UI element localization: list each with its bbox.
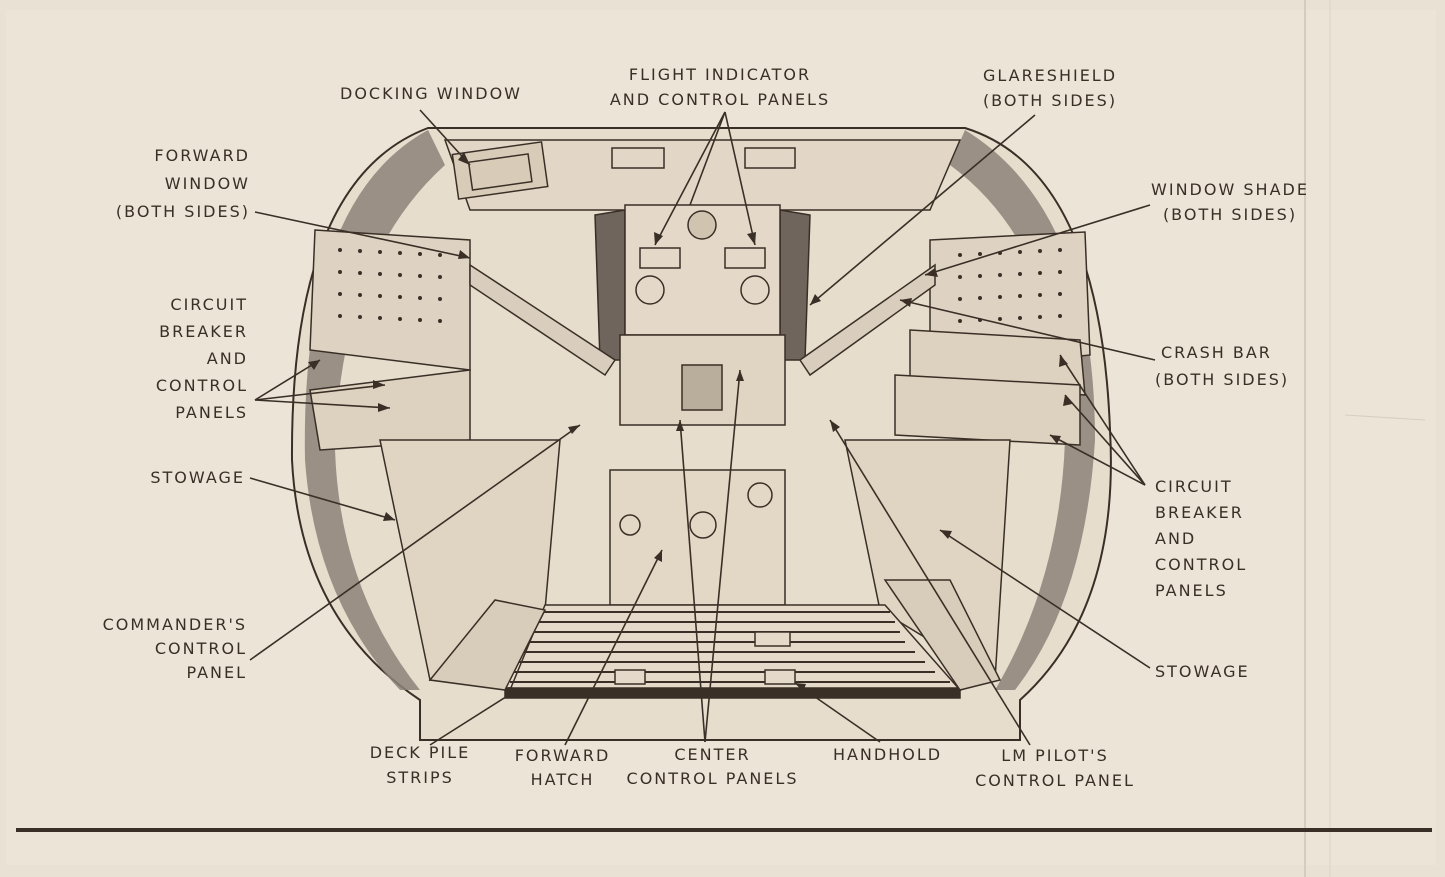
lm-pilots-control-panel-line-1: LM PILOT'S: [1001, 746, 1109, 765]
forward-hatch-label: FORWARD HATCH: [500, 748, 625, 788]
arrowheads: [308, 152, 1072, 695]
circuit-breaker-right-label: CIRCUIT BREAKER AND CONTROL PANELS: [1155, 479, 1275, 599]
circuit-breaker-left-line-3: AND: [206, 349, 248, 368]
circuit-breaker-right-line-2: BREAKER: [1155, 503, 1244, 522]
flight-indicator-label: FLIGHT INDICATOR AND CONTROL PANELS: [585, 67, 855, 108]
stowage-left-label: STOWAGE: [150, 468, 245, 487]
docking-window-label: DOCKING WINDOW: [340, 84, 522, 103]
glareshield-line-1: GLARESHIELD: [982, 66, 1118, 85]
lm-pilots-control-panel-line-2: CONTROL PANEL: [975, 771, 1135, 790]
forward-window-line-2: WINDOW: [164, 174, 250, 193]
deck-pile-strips-label: DECK PILE STRIPS: [360, 745, 480, 786]
circuit-breaker-left-line-4: CONTROL: [155, 376, 248, 395]
circuit-breaker-right-line-4: CONTROL: [1155, 555, 1248, 574]
circuit-breaker-left-line-2: BREAKER: [159, 322, 248, 341]
stowage-right-label: STOWAGE: [1155, 662, 1250, 681]
crash-bar-line-1: CRASH BAR: [1161, 343, 1272, 362]
circuit-breaker-left-line-5: PANELS: [175, 403, 248, 422]
lm-pilots-control-panel-label: LM PILOT'S CONTROL PANEL: [960, 748, 1150, 789]
window-shade-label: WINDOW SHADE (BOTH SIDES): [1135, 182, 1325, 223]
glareshield-label: GLARESHIELD (BOTH SIDES): [970, 68, 1130, 109]
circuit-breaker-right-line-5: PANELS: [1155, 581, 1228, 600]
cockpit-illustration: [290, 127, 1112, 741]
glareshield-line-2: (BOTH SIDES): [982, 91, 1118, 110]
forward-hatch-line-2: HATCH: [530, 770, 595, 789]
circuit-breaker-right-line-3: AND: [1155, 529, 1197, 548]
handhold-label: HANDHOLD: [832, 745, 943, 764]
forward-window-label: FORWARD WINDOW (BOTH SIDES): [95, 148, 250, 220]
center-control-panels-line-1: CENTER: [674, 745, 751, 764]
flight-indicator-line-2: AND CONTROL PANELS: [609, 90, 831, 109]
bottom-rule: [16, 828, 1432, 832]
flight-indicator-line-1: FLIGHT INDICATOR: [628, 65, 812, 84]
forward-window-line-1: FORWARD: [154, 146, 250, 165]
commanders-control-panel-line-1: COMMANDER'S: [102, 615, 247, 634]
crash-bar-label: CRASH BAR (BOTH SIDES): [1155, 345, 1305, 388]
commanders-control-panel-line-2: CONTROL: [154, 639, 247, 658]
window-shade-line-2: (BOTH SIDES): [1162, 205, 1298, 224]
deck-pile-strips-line-2: STRIPS: [386, 768, 454, 787]
circuit-breaker-left-label: CIRCUIT BREAKER AND CONTROL PANELS: [130, 297, 248, 421]
crash-bar-line-2: (BOTH SIDES): [1155, 370, 1290, 389]
forward-hatch-line-1: FORWARD: [514, 746, 611, 765]
deck-pile-strips-line-1: DECK PILE: [369, 743, 471, 762]
forward-window-line-3: (BOTH SIDES): [115, 202, 250, 221]
circuit-breaker-right-line-1: CIRCUIT: [1155, 477, 1233, 496]
circuit-breaker-left-line-1: CIRCUIT: [170, 295, 248, 314]
leader-lines: [249, 109, 1156, 746]
commanders-control-panel-line-3: PANEL: [186, 663, 247, 682]
center-control-panels-line-2: CONTROL PANELS: [626, 769, 799, 788]
center-control-panels-label: CENTER CONTROL PANELS: [610, 747, 815, 787]
window-shade-line-1: WINDOW SHADE: [1151, 180, 1309, 199]
commanders-control-panel-label: COMMANDER'S CONTROL PANEL: [60, 617, 247, 681]
